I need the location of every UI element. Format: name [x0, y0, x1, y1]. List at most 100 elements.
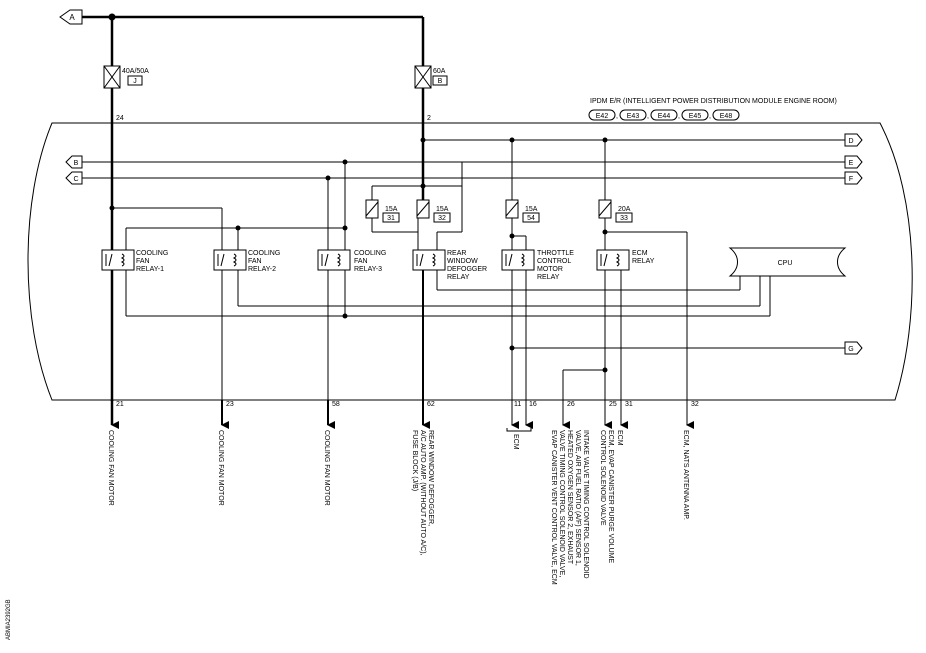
pin-25: 25: [609, 401, 617, 408]
pin-62: 62: [427, 401, 435, 408]
figure-code: ABMIA2392GB: [6, 599, 12, 640]
fuse-15a-32: 15A 32: [416, 199, 451, 223]
connector-f: F: [844, 171, 863, 185]
svg-text:RELAY: RELAY: [632, 258, 655, 265]
svg-text:ECM: ECM: [616, 430, 623, 446]
svg-text:WINDOW: WINDOW: [447, 258, 478, 265]
connector-a: A: [59, 9, 83, 25]
connector-e: E: [844, 155, 863, 169]
svg-text:RELAY-2: RELAY-2: [248, 266, 276, 273]
svg-text:32: 32: [438, 215, 446, 222]
svg-text:54: 54: [527, 215, 535, 222]
label-cooling-fan-motor-23: COOLING FAN MOTOR: [217, 430, 224, 506]
label-cooling-fan-motor-58: COOLING FAN MOTOR: [323, 430, 330, 506]
svg-text:,: ,: [647, 113, 649, 120]
connector-g: G: [844, 341, 863, 355]
ecm-bracket: ECM: [506, 428, 532, 450]
svg-text:D: D: [848, 138, 853, 145]
relay-cooling-fan-1: COOLING FAN RELAY-1: [101, 249, 168, 273]
svg-text:E45: E45: [689, 113, 702, 120]
fuse-60a: 60A B: [414, 65, 448, 89]
svg-text:RELAY-3: RELAY-3: [354, 266, 382, 273]
svg-text:E48: E48: [720, 113, 733, 120]
svg-text:J: J: [133, 78, 137, 85]
svg-text:CONTROL: CONTROL: [537, 258, 571, 265]
pin-11: 11: [514, 401, 521, 408]
relay-rear-window-defogger: REAR WINDOW DEFOGGER RELAY: [412, 249, 487, 281]
svg-text:COOLING FAN MOTOR: COOLING FAN MOTOR: [217, 430, 224, 506]
pin-21: 21: [116, 401, 124, 408]
pin-58: 58: [332, 401, 340, 408]
svg-text:A/C AUTO AMP. (WITHOUT AUTO A/: A/C AUTO AMP. (WITHOUT AUTO A/C),: [419, 430, 426, 556]
svg-text:FAN: FAN: [248, 258, 262, 265]
svg-text:A: A: [69, 13, 75, 22]
fuse-15a-54: 15A 54: [505, 199, 540, 223]
svg-text:THROTTLE: THROTTLE: [537, 250, 574, 257]
pin-31: 31: [625, 401, 633, 408]
svg-text:HEATED OXYGEN SENSOR 2, EXHAUS: HEATED OXYGEN SENSOR 2, EXHAUST: [566, 430, 573, 565]
svg-text:31: 31: [387, 215, 395, 222]
svg-text:FAN: FAN: [354, 258, 368, 265]
svg-text:COOLING: COOLING: [136, 250, 168, 257]
connector-b: B: [65, 155, 83, 169]
svg-text:RELAY: RELAY: [537, 274, 560, 281]
svg-text:VALVE TIMING CONTROL SOLENOID: VALVE TIMING CONTROL SOLENOID VALVE,: [558, 430, 565, 577]
svg-text:,: ,: [678, 113, 680, 120]
svg-text:CPU: CPU: [778, 260, 793, 267]
svg-text:20A: 20A: [618, 206, 631, 213]
svg-text:E44: E44: [658, 113, 671, 120]
svg-text:15A: 15A: [385, 206, 398, 213]
svg-text:2: 2: [427, 115, 431, 122]
svg-text:15A: 15A: [525, 206, 538, 213]
svg-text:,: ,: [709, 113, 711, 120]
svg-text:FUSE BLOCK (J/B): FUSE BLOCK (J/B): [411, 430, 418, 491]
svg-text:DEFOGGER: DEFOGGER: [447, 266, 487, 273]
label-rear-window-defogger: REAR WINDOW DEFOGGER, A/C AUTO AMP. (WIT…: [411, 430, 434, 556]
svg-text:E43: E43: [627, 113, 640, 120]
svg-text:C: C: [73, 176, 78, 183]
svg-text:COOLING FAN MOTOR: COOLING FAN MOTOR: [107, 430, 114, 506]
svg-text:INTAKE VALVE TIMING CONTROL SO: INTAKE VALVE TIMING CONTROL SOLENOID: [582, 430, 589, 579]
pin-26: 26: [567, 401, 575, 408]
svg-text:33: 33: [620, 215, 628, 222]
pin-32: 32: [691, 401, 699, 408]
connector-c: C: [65, 171, 83, 185]
connector-codes: E42 , E43 , E44 , E45 , E48: [588, 109, 740, 121]
svg-text:COOLING: COOLING: [248, 250, 280, 257]
svg-text:E42: E42: [596, 113, 609, 120]
svg-text:F: F: [849, 176, 853, 183]
svg-text:FAN: FAN: [136, 258, 150, 265]
svg-text:ECM, EVAP CANISTER PURGE VOLUM: ECM, EVAP CANISTER PURGE VOLUME: [607, 430, 614, 563]
ipdm-boundary: [27, 122, 913, 401]
svg-text:ECM, NATS ANTENNA AMP.: ECM, NATS ANTENNA AMP.: [682, 430, 689, 520]
svg-text:15A: 15A: [436, 206, 449, 213]
fuse-20a-33: 20A 33: [598, 199, 633, 223]
svg-text:B: B: [74, 160, 79, 167]
label-intake-valve-timing: INTAKE VALVE TIMING CONTROL SOLENOID VAL…: [550, 430, 589, 585]
svg-text:REAR: REAR: [447, 250, 466, 257]
relay-cooling-fan-3: COOLING FAN RELAY-3: [317, 249, 386, 273]
svg-text:60A: 60A: [433, 68, 446, 75]
label-cooling-fan-motor-21: COOLING FAN MOTOR: [107, 430, 114, 506]
svg-text:24: 24: [116, 115, 124, 122]
relay-throttle-control-motor: THROTTLE CONTROL MOTOR RELAY: [501, 249, 574, 281]
fuse-40a-50a: 40A/50A J: [103, 65, 149, 89]
svg-text:EVAP CANISTER VENT CONTROL VAL: EVAP CANISTER VENT CONTROL VALVE, ECM: [550, 430, 557, 585]
svg-text:B: B: [438, 78, 443, 85]
svg-text:COOLING: COOLING: [354, 250, 386, 257]
svg-text:COOLING FAN MOTOR: COOLING FAN MOTOR: [323, 430, 330, 506]
svg-text:MOTOR: MOTOR: [537, 266, 563, 273]
pin-16: 16: [529, 401, 537, 408]
svg-text:ABMIA2392GB: ABMIA2392GB: [6, 599, 12, 640]
cpu-block: CPU: [728, 247, 847, 277]
svg-text:ECM: ECM: [512, 434, 519, 450]
svg-text:ECM: ECM: [632, 250, 648, 257]
svg-text:RELAY: RELAY: [447, 274, 470, 281]
pin-23: 23: [226, 401, 234, 408]
svg-text:E: E: [849, 160, 854, 167]
svg-text:40A/50A: 40A/50A: [122, 68, 149, 75]
svg-text:VALVE, AIR FUEL RATIO (A/F) SE: VALVE, AIR FUEL RATIO (A/F) SENSOR 1,: [574, 430, 581, 566]
module-title: IPDM E/R (INTELLIGENT POWER DISTRIBUTION…: [590, 98, 837, 105]
relay-cooling-fan-2: COOLING FAN RELAY-2: [213, 249, 280, 273]
